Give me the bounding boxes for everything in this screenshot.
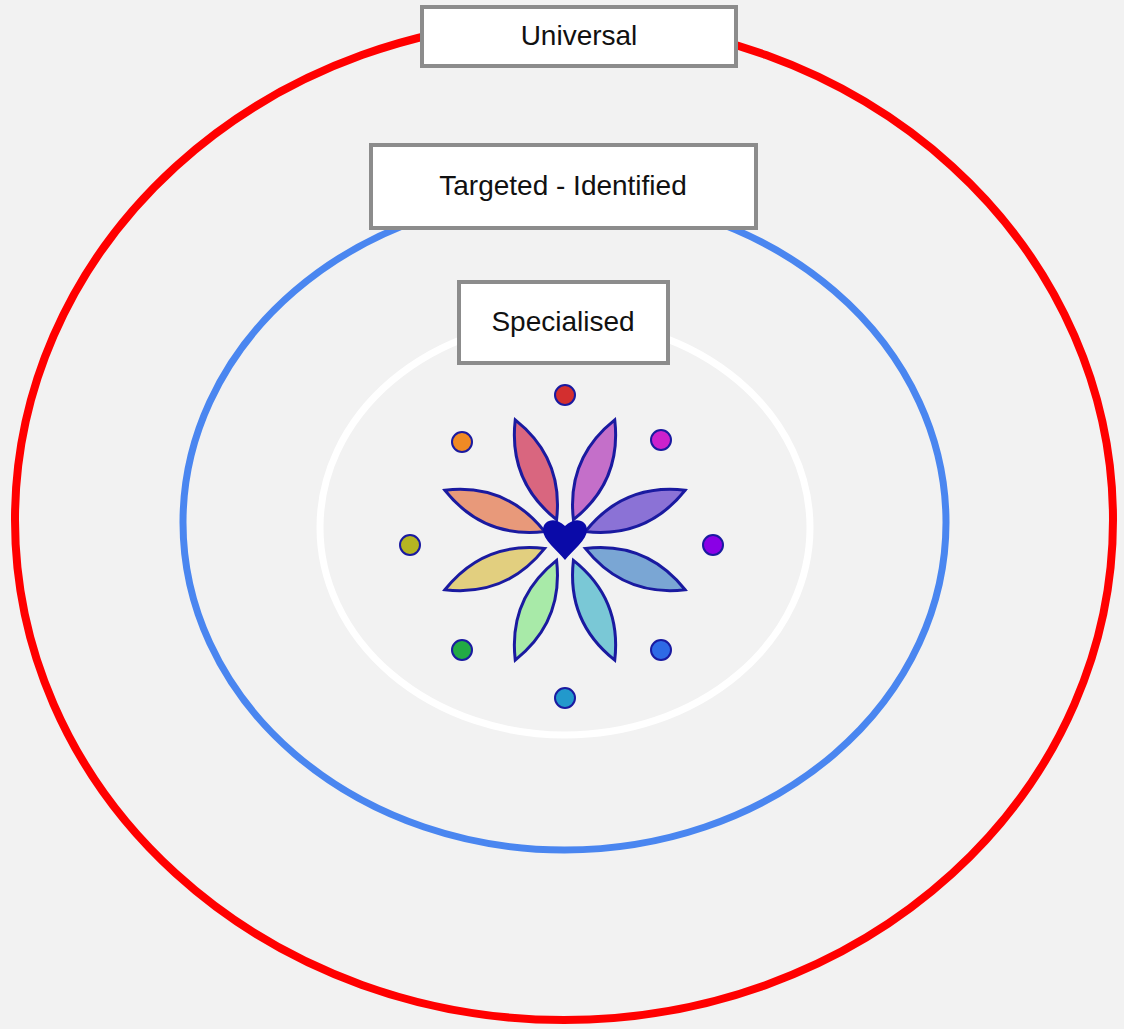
heart: [543, 520, 587, 560]
dot: [452, 432, 472, 452]
tier-label: Universal: [420, 5, 738, 68]
dot: [703, 535, 723, 555]
tier-label: Specialised: [457, 280, 670, 365]
dot: [400, 535, 420, 555]
ellipse-outline: [15, 20, 1113, 1020]
tier-ellipse: Specialised: [320, 320, 810, 735]
petal: [560, 555, 629, 666]
dot: [651, 640, 671, 660]
tier-label: Targeted - Identified: [369, 143, 758, 230]
petal: [439, 535, 550, 604]
petal: [439, 476, 550, 545]
dot: [651, 430, 671, 450]
flower-illustration: [400, 385, 723, 708]
tier-ellipse: SpecialisedTargeted - Identified: [183, 195, 946, 850]
tier-ellipse: SpecialisedTargeted - IdentifiedUniversa…: [15, 20, 1113, 1020]
dot: [555, 385, 575, 405]
petal: [580, 476, 691, 545]
ellipse-outline: [320, 320, 810, 735]
ellipse-outline: [183, 195, 946, 850]
ellipse-outline: [320, 320, 810, 735]
dot: [555, 688, 575, 708]
dot: [452, 640, 472, 660]
